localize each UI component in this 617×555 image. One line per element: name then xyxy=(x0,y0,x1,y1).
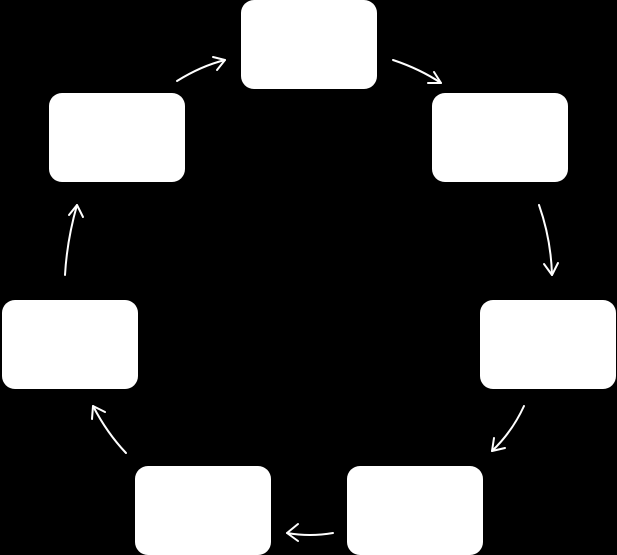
cycle-node-7 xyxy=(49,93,185,182)
cycle-node-3 xyxy=(480,300,616,389)
cycle-node-6 xyxy=(2,300,138,389)
arrow-node-3-to-node-4 xyxy=(491,405,525,452)
cycle-node-4 xyxy=(347,466,483,555)
cycle-node-1 xyxy=(241,0,377,89)
cycle-node-5 xyxy=(135,466,271,555)
arrow-node-5-to-node-6 xyxy=(91,405,127,454)
arrow-node-6-to-node-7 xyxy=(64,204,84,276)
cycle-node-2 xyxy=(432,93,568,182)
arrow-node-7-to-node-1 xyxy=(176,56,226,82)
arrow-node-1-to-node-2 xyxy=(392,59,442,84)
arrow-node-4-to-node-5 xyxy=(286,523,334,542)
arrow-node-2-to-node-3 xyxy=(538,204,559,276)
